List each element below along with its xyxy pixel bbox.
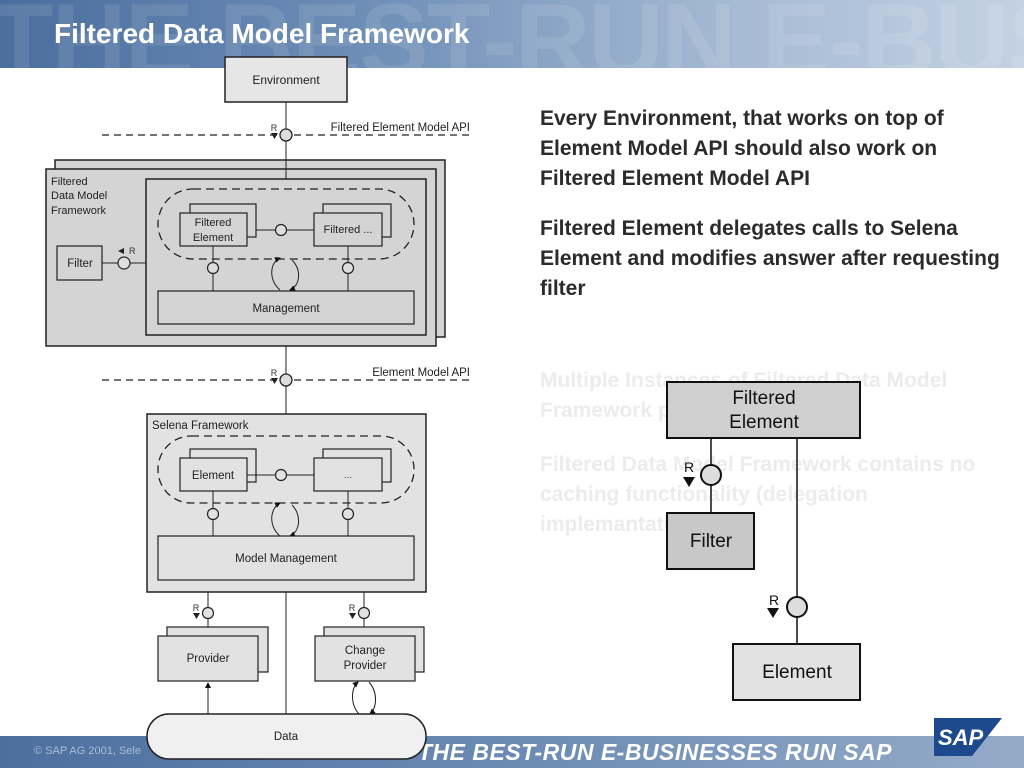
- svg-text:R: R: [271, 123, 278, 133]
- overlay-filtered-element-box: Filtered Element: [666, 381, 861, 439]
- svg-text:R: R: [769, 592, 779, 608]
- svg-text:Data Model: Data Model: [51, 190, 107, 202]
- request-arrow-icon: [271, 133, 278, 139]
- filtered-data-model-framework: Filtered Data Model Framework Filtered E…: [45, 159, 446, 347]
- sap-logo: SAP: [934, 718, 1002, 756]
- overlay-element-box: Element: [732, 643, 861, 701]
- selena-framework: Selena Framework Element ... Model Manag…: [146, 413, 427, 593]
- bullet-list: Every Environment, that works on top of …: [540, 104, 1000, 324]
- provider-box: R Provider: [157, 592, 269, 714]
- header-watermark: THE BEST-RUN E-BUSINESSES: [0, 0, 1024, 68]
- svg-text:Filtered: Filtered: [195, 217, 232, 229]
- overlay-filter-box: Filter: [666, 512, 755, 570]
- svg-text:Management: Management: [252, 303, 320, 315]
- svg-text:R: R: [193, 603, 200, 613]
- bullet-2: Filtered Element delegates calls to Sele…: [540, 217, 1000, 300]
- footer-slogan: THE BEST-RUN E-BUSINESSES RUN SAP: [418, 739, 893, 765]
- svg-text:Filtered ...: Filtered ...: [324, 224, 373, 236]
- svg-text:Framework: Framework: [51, 205, 107, 217]
- svg-text:Model Management: Model Management: [235, 553, 337, 565]
- svg-text:R: R: [349, 603, 356, 613]
- environment-box: Environment: [224, 56, 348, 103]
- slide-header: THE BEST-RUN E-BUSINESSES Filtered Data …: [0, 0, 1024, 68]
- overlay-element-interface: R: [767, 592, 808, 618]
- svg-text:Element: Element: [729, 412, 799, 433]
- svg-text:Provider: Provider: [344, 660, 387, 672]
- svg-text:Filter: Filter: [67, 258, 93, 270]
- svg-text:Filtered: Filtered: [732, 388, 795, 409]
- svg-text:Selena Framework: Selena Framework: [152, 420, 249, 432]
- svg-text:...: ...: [344, 470, 352, 481]
- svg-text:Environment: Environment: [252, 73, 320, 87]
- svg-text:Element: Element: [192, 470, 235, 482]
- bullet-1: Every Environment, that works on top of …: [540, 107, 944, 190]
- svg-text:R: R: [271, 368, 278, 378]
- svg-text:Element: Element: [193, 232, 233, 244]
- overlay-filter-interface: R: [683, 459, 722, 487]
- change-provider-box: R Change Provider: [314, 592, 425, 715]
- svg-text:Filter: Filter: [690, 531, 733, 552]
- element-api-label: Element Model API: [372, 367, 470, 379]
- svg-text:R: R: [129, 246, 136, 256]
- svg-text:Provider: Provider: [187, 653, 230, 665]
- element-model-api-interface: R Element Model API: [102, 367, 472, 387]
- svg-text:Filtered: Filtered: [51, 176, 88, 188]
- filtered-api-label: Filtered Element Model API: [331, 122, 470, 134]
- filtered-element-model-api-interface: R Filtered Element Model API: [102, 122, 472, 142]
- slide-title: Filtered Data Model Framework: [54, 18, 470, 49]
- svg-text:Change: Change: [345, 645, 385, 657]
- svg-text:SAP: SAP: [938, 725, 984, 750]
- copyright-text: © SAP AG 2001, Sele: [34, 745, 141, 757]
- svg-text:Element: Element: [762, 662, 832, 683]
- svg-text:R: R: [684, 459, 694, 475]
- faded-bullet-2: Filtered Data Model Framework contains n…: [540, 453, 976, 536]
